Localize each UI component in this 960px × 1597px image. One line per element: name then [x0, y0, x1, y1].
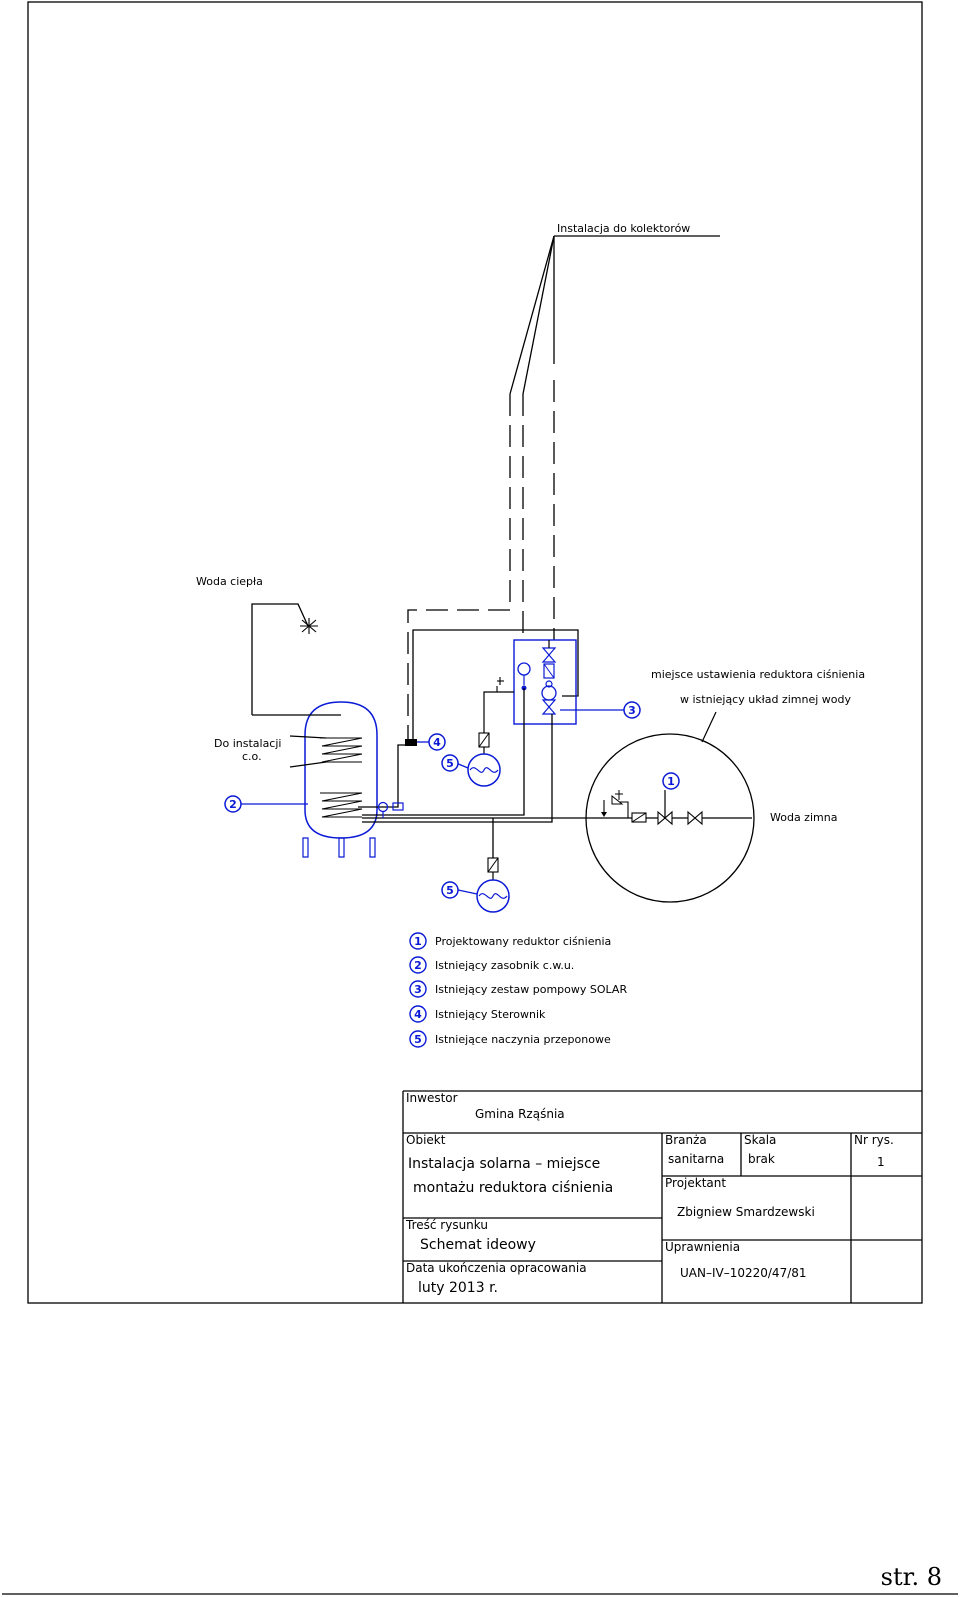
investor-label: Inwestor: [406, 1091, 458, 1105]
cold-water-label: Woda zimna: [770, 811, 837, 824]
legend-item-5: 5 Istniejące naczynia przeponowe: [409, 1030, 611, 1048]
branch-label: Branża: [665, 1133, 707, 1147]
marker-5-upper: 5: [441, 754, 469, 772]
marker-1: 1: [662, 772, 680, 790]
legend-item-4: 4 Istniejący Sterownik: [409, 1005, 546, 1023]
co-install-label-line1: Do instalacji: [214, 737, 281, 750]
svg-text:4: 4: [433, 736, 441, 749]
co-install-lines: [289, 735, 327, 768]
pump-group-solar: [412, 629, 579, 745]
marker-4: 4: [417, 733, 446, 751]
branch-value: sanitarna: [668, 1152, 724, 1166]
drawing-frame: [27, 1, 923, 1304]
drawing-no-label: Nr rys.: [854, 1133, 894, 1147]
reducer-leader: [701, 711, 717, 743]
svg-text:Istniejące naczynia przeponowe: Istniejące naczynia przeponowe: [435, 1033, 611, 1046]
content-label: Treść rysunku: [405, 1218, 488, 1232]
date-value: luty 2013 r.: [418, 1280, 498, 1296]
content-value: Schemat ideowy: [420, 1237, 536, 1253]
legend-item-1: 1 Projektowany reduktor ciśnienia: [409, 932, 611, 950]
object-value-line1: Instalacja solarna – miejsce: [408, 1156, 600, 1172]
svg-text:5: 5: [446, 757, 454, 770]
solar-loop-pipes: [358, 688, 553, 823]
license-value: UAN–IV–10220/47/81: [680, 1266, 807, 1280]
svg-text:Istniejący zasobnik c.w.u.: Istniejący zasobnik c.w.u.: [435, 959, 574, 972]
hot-water-label: Woda ciepła: [196, 575, 263, 588]
hot-water-pipe: [251, 603, 309, 715]
page-number: str. 8: [880, 1563, 942, 1591]
designer-value: Zbigniew Smardzewski: [677, 1205, 815, 1219]
svg-text:1: 1: [667, 775, 675, 788]
license-label: Uprawnienia: [665, 1240, 740, 1254]
cold-water-pipes: [362, 817, 752, 858]
reducer-place-label-line2: w istniejący układ zimnej wody: [680, 693, 851, 706]
object-label: Obiekt: [406, 1133, 446, 1147]
tank-inlet-fittings: [377, 801, 404, 818]
object-value-line2: montażu reduktora ciśnienia: [413, 1180, 613, 1196]
co-install-label-line2: c.o.: [242, 750, 262, 763]
scale-value: brak: [748, 1152, 775, 1166]
legend-item-3: 3 Istniejący zestaw pompowy SOLAR: [409, 980, 627, 998]
svg-text:3: 3: [628, 704, 636, 717]
svg-text:2: 2: [229, 798, 237, 811]
reducer-place-label-line1: miejsce ustawienia reduktora ciśnienia: [651, 668, 865, 681]
investor-value: Gmina Rząśnia: [475, 1107, 565, 1121]
svg-text:Istniejący Sterownik: Istniejący Sterownik: [435, 1008, 546, 1021]
svg-text:1: 1: [414, 935, 422, 948]
drawing-no-value: 1: [877, 1155, 885, 1169]
svg-text:3: 3: [414, 983, 422, 996]
expansion-vessel-lower: [476, 857, 510, 913]
marker-3: 3: [560, 701, 641, 719]
svg-text:Projektowany reduktor ciśnieni: Projektowany reduktor ciśnienia: [435, 935, 611, 948]
svg-text:2: 2: [414, 959, 422, 972]
legend: 1 Projektowany reduktor ciśnienia 2 Istn…: [409, 932, 627, 1048]
collectors-label: Instalacja do kolektorów: [557, 222, 690, 235]
svg-text:4: 4: [414, 1008, 422, 1021]
svg-text:Istniejący zestaw pompowy SO: Istniejący zestaw pompowy SOLAR: [435, 983, 627, 996]
legend-item-2: 2 Istniejący zasobnik c.w.u.: [409, 956, 574, 974]
svg-text:5: 5: [414, 1033, 422, 1046]
controller-box: [405, 739, 417, 746]
expansion-vessel-upper: [467, 677, 514, 787]
title-block: Inwestor Gmina Rząśnia Obiekt Instalacja…: [402, 1090, 922, 1303]
scale-label: Skala: [744, 1133, 776, 1147]
date-label: Data ukończenia opracowania: [406, 1261, 587, 1275]
tap-icon: [300, 618, 318, 634]
reducer-detail: [585, 733, 755, 903]
marker-5-lower: 5: [441, 881, 478, 899]
designer-label: Projektant: [665, 1176, 726, 1190]
storage-tank: [302, 701, 378, 858]
svg-text:5: 5: [446, 884, 454, 897]
collector-pipes: [407, 235, 720, 745]
marker-2: 2: [224, 795, 308, 813]
